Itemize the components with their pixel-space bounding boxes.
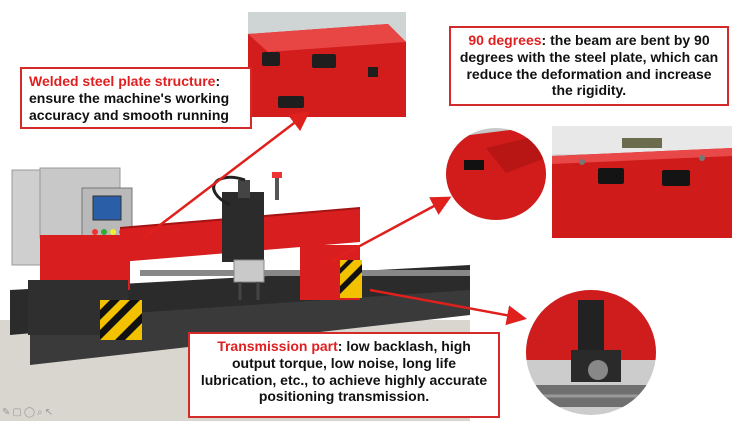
callout-degrees-sep: :	[541, 32, 547, 48]
callout-welded-title: Welded steel plate structure	[29, 73, 216, 89]
callout-transmission-body: low backlash, high output torque, low no…	[200, 338, 488, 405]
callout-degrees: 90 degrees: the beam are bent by 90 degr…	[449, 26, 729, 106]
annotation-toolbar[interactable]: ✎▢◯⌕↖	[2, 407, 55, 418]
callout-transmission: Transmission part: low backlash, high ou…	[188, 332, 500, 418]
hazard-stripe-right	[340, 260, 362, 298]
callout-welded-sep: :	[215, 73, 221, 89]
callout-degrees-title: 90 degrees	[468, 32, 542, 48]
toolbar-icons[interactable]: ✎▢◯⌕↖	[2, 407, 55, 418]
callout-welded-body: ensure the machine's working accuracy an…	[29, 89, 230, 123]
hazard-stripe-left	[100, 300, 142, 340]
signal-light	[275, 176, 279, 200]
callout-transmission-title: Transmission part	[217, 338, 338, 354]
welded-structure-photo	[248, 12, 406, 117]
callout-welded: Welded steel plate structure: ensure the…	[20, 67, 252, 129]
callout-transmission-sep: :	[337, 338, 343, 354]
control-screen	[92, 195, 122, 221]
rail-lower	[30, 290, 470, 365]
arrow-transmission	[369, 288, 527, 326]
beam-detail-photo-right	[552, 126, 732, 238]
arrow-welded	[142, 110, 310, 239]
arrow-degrees	[329, 196, 452, 264]
beam-detail-photo-left	[446, 128, 546, 220]
torch-motor	[238, 180, 250, 198]
torch-head	[233, 259, 265, 283]
callout-degrees-body: the beam are bent by 90 degrees with the…	[459, 32, 719, 99]
